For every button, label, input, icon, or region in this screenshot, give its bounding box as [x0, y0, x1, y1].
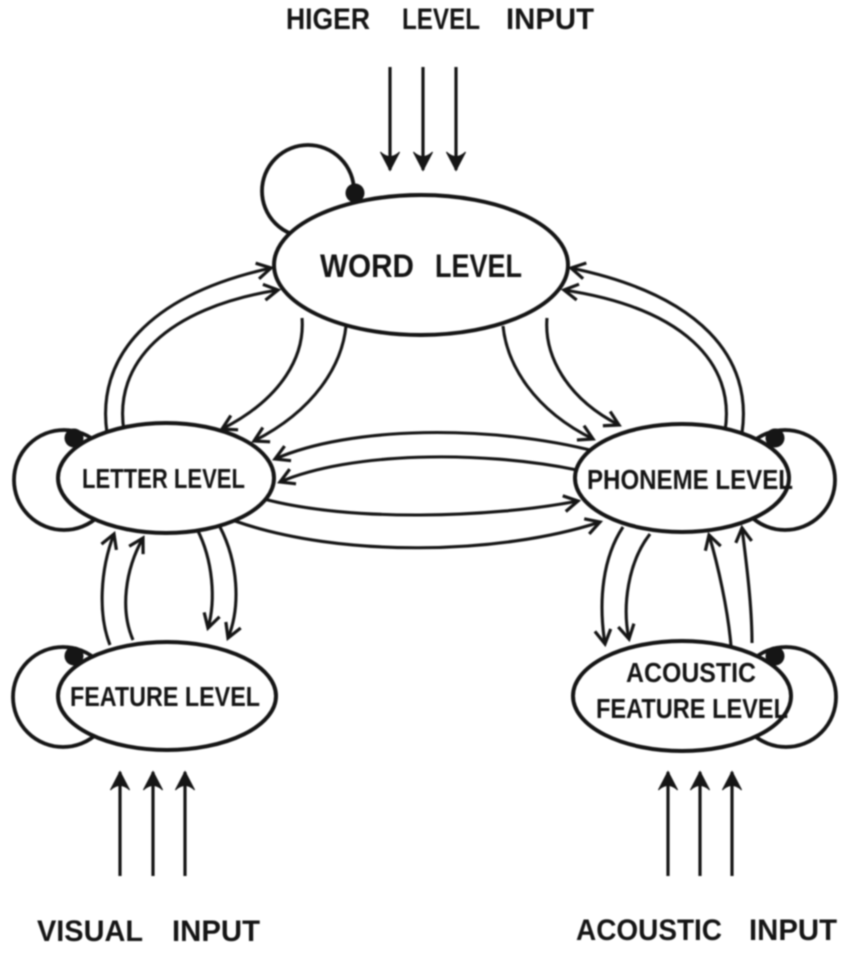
- svg-text:INPUT: INPUT: [172, 915, 260, 948]
- svg-text:WORD: WORD: [320, 248, 414, 284]
- svg-text:FEATURE LEVEL: FEATURE LEVEL: [596, 693, 788, 724]
- svg-text:PHONEME LEVEL: PHONEME LEVEL: [587, 464, 793, 495]
- svg-text:ACOUSTIC: ACOUSTIC: [626, 657, 756, 688]
- svg-text:LEVEL: LEVEL: [435, 248, 522, 284]
- svg-text:INPUT: INPUT: [749, 914, 837, 947]
- svg-text:LEVEL: LEVEL: [402, 3, 480, 36]
- svg-text:ACOUSTIC: ACOUSTIC: [576, 914, 722, 947]
- svg-text:HIGER: HIGER: [286, 3, 370, 36]
- svg-text:FEATURE LEVEL: FEATURE LEVEL: [70, 681, 260, 712]
- svg-text:INPUT: INPUT: [506, 3, 594, 36]
- svg-text:VISUAL: VISUAL: [37, 915, 143, 948]
- svg-text:LETTER LEVEL: LETTER LEVEL: [82, 463, 245, 494]
